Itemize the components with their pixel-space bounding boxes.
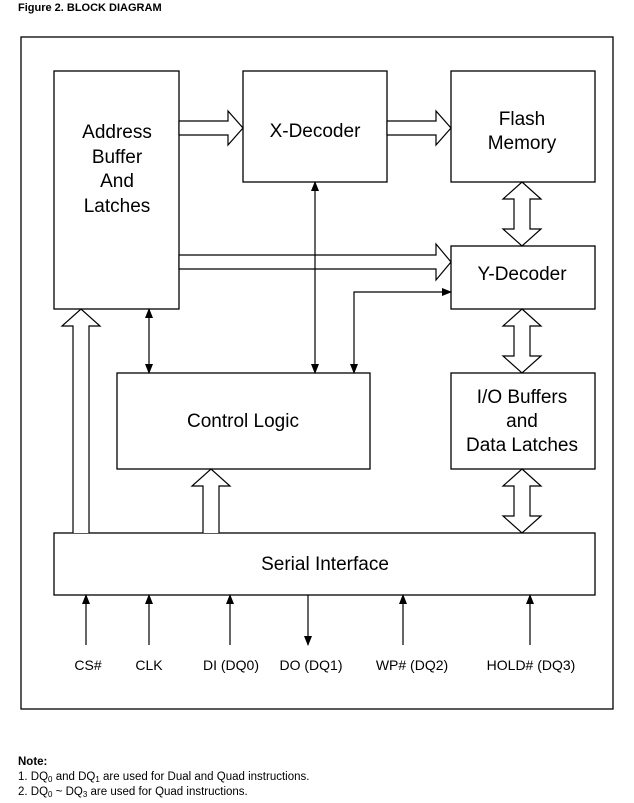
y-decoder-label: Y-Decoder xyxy=(477,264,567,285)
pin-label-clk: CLK xyxy=(135,657,163,673)
hollow-arrow-ydecoder-io xyxy=(501,308,543,374)
note-1-sub-b: 1 xyxy=(95,775,100,784)
io-buffers-block xyxy=(450,372,596,470)
pin-label-wp: WP# (DQ2) xyxy=(376,657,448,673)
hollow-arrow-io-serial xyxy=(501,468,543,534)
pin-label-do: DO (DQ1) xyxy=(280,657,343,673)
note-2-suffix: are used for Quad instructions. xyxy=(87,786,248,798)
address-label-1: Address xyxy=(82,122,152,143)
pin-label-di: DI (DQ0) xyxy=(203,657,259,673)
note-2-prefix: 2. DQ xyxy=(18,786,49,798)
flash-memory-block xyxy=(450,70,596,183)
hollow-arrow-xdecoder-to-flash xyxy=(386,109,452,147)
address-label-4: Latches xyxy=(84,196,151,217)
note-line-2: 2. DQ0 ~ DQ3 are used for Quad instructi… xyxy=(18,785,309,800)
hollow-arrow-serial-to-address xyxy=(60,308,102,533)
note-1-sub-a: 0 xyxy=(48,775,53,784)
arrow-control-ydecoder xyxy=(350,288,452,374)
note-1-prefix: 1. DQ xyxy=(18,771,49,783)
note-section: Note: 1. DQ0 and DQ1 are used for Dual a… xyxy=(18,755,309,800)
hollow-arrow-flash-ydecoder xyxy=(501,181,543,247)
flash-label-1: Flash xyxy=(499,109,545,130)
pin-label-hold: HOLD# (DQ3) xyxy=(487,657,576,673)
serial-interface-block xyxy=(53,532,596,596)
outer-frame xyxy=(20,36,614,710)
pin-label-cs: CS# xyxy=(74,657,101,673)
note-2-sub-b: 3 xyxy=(82,790,88,799)
note-title: Note: xyxy=(18,756,48,768)
address-buffer-block xyxy=(53,70,180,310)
y-decoder-block xyxy=(450,245,596,310)
block-diagram: Address Buffer And Latches X-Decoder Fla… xyxy=(20,36,614,710)
io-label-3: Data Latches xyxy=(466,435,578,456)
serial-interface-label: Serial Interface xyxy=(261,554,389,575)
io-label-1: I/O Buffers xyxy=(477,387,567,408)
note-2-mid: ~ DQ xyxy=(52,786,83,798)
hollow-arrow-serial-to-control xyxy=(190,468,232,533)
flash-label-2: Memory xyxy=(488,133,557,154)
control-logic-block xyxy=(116,372,371,470)
address-label-2: Buffer xyxy=(92,147,143,168)
note-2-sub-a: 0 xyxy=(48,790,53,799)
hollow-arrow-address-to-xdecoder xyxy=(178,109,244,147)
x-decoder-block xyxy=(242,70,388,183)
io-label-2: and xyxy=(506,411,538,432)
note-1-suffix: are used for Dual and Quad instructions. xyxy=(99,771,310,783)
control-logic-label: Control Logic xyxy=(187,411,299,432)
note-1-mid: and DQ xyxy=(52,771,96,783)
note-line-1: 1. DQ0 and DQ1 are used for Dual and Qua… xyxy=(18,770,309,785)
x-decoder-label: X-Decoder xyxy=(270,121,361,142)
figure-title: Figure 2. BLOCK DIAGRAM xyxy=(18,2,162,14)
address-label-3: And xyxy=(100,171,134,192)
